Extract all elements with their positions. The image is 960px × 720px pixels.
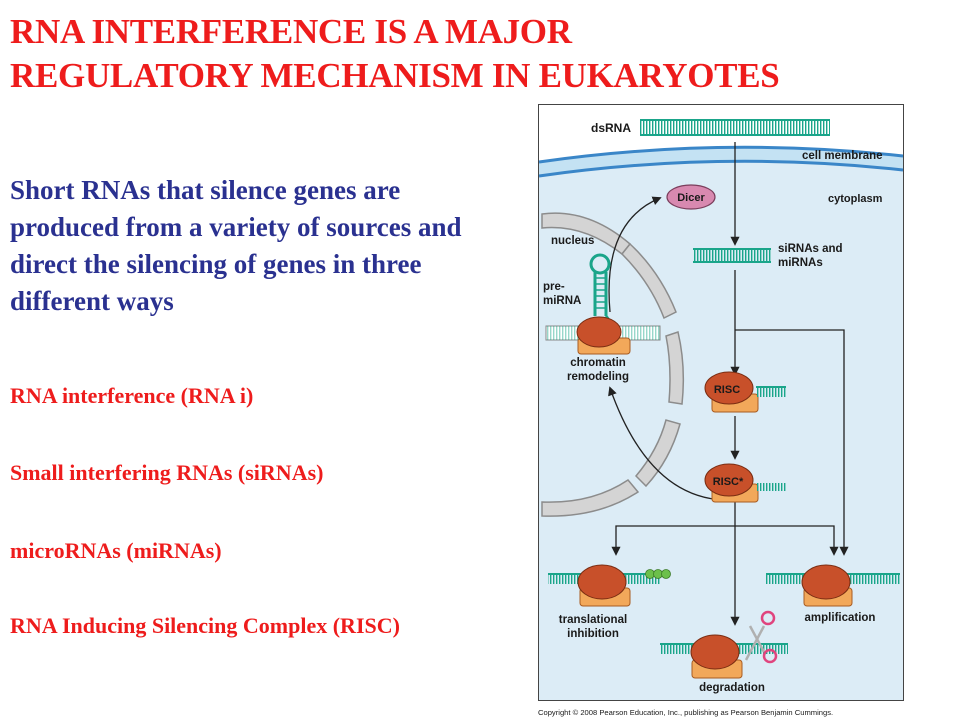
- title-line-2: REGULATORY MECHANISM IN EUKARYOTES: [10, 56, 780, 95]
- risc-complex: [704, 371, 754, 405]
- dsrna-molecule: [640, 120, 830, 135]
- dicer-label: Dicer: [677, 192, 705, 204]
- cell-membrane-label: cell membrane: [802, 150, 883, 162]
- title-line-1: RNA INTERFERENCE IS A MAJOR: [10, 12, 572, 51]
- slide-title: RNA INTERFERENCE IS A MAJOR REGULATORY M…: [10, 10, 960, 98]
- chromatin-complex: [576, 316, 622, 348]
- pre-mirna-hairpin: [589, 253, 614, 325]
- amplification-label: amplification: [805, 612, 876, 624]
- cytoplasm-label: cytoplasm: [828, 193, 883, 205]
- amplification-risc: [801, 564, 851, 600]
- risc-rna: [756, 387, 786, 397]
- dsrna-label: dsRNA: [591, 121, 631, 135]
- risc-star-label: RISC*: [713, 476, 744, 488]
- pathway-arrows: [608, 142, 849, 626]
- sirna-duplex: [693, 249, 771, 262]
- chromatin-label-1: chromatin: [570, 357, 626, 369]
- risc-star-rna: [756, 483, 786, 491]
- scissors-icon: [744, 610, 778, 664]
- ribosome-icon: [645, 569, 671, 579]
- cell-membrane: [539, 147, 903, 176]
- intro-text: Short RNAs that silence genes are produc…: [10, 175, 462, 316]
- copyright-notice: Copyright © 2008 Pearson Education, Inc.…: [538, 708, 833, 717]
- nucleus-label: nucleus: [551, 235, 594, 247]
- translational-label-1: translational: [559, 614, 627, 626]
- term-risc: RNA Inducing Silencing Complex (RISC): [10, 613, 400, 638]
- sirnas-label-1: siRNAs and: [778, 243, 843, 255]
- risc-star-complex: [704, 463, 754, 497]
- term-rnai: RNA interference (RNA i): [10, 383, 254, 408]
- term-sirna: Small interfering RNAs (siRNAs): [10, 460, 324, 485]
- dicer-enzyme: [666, 184, 716, 210]
- rnai-pathway-figure: dsRNA cell membrane cytoplasm Dicer siRN…: [538, 104, 904, 717]
- nuclear-envelope: [541, 212, 685, 517]
- chromatin-label-2: remodeling: [567, 371, 629, 383]
- translational-label-2: inhibition: [567, 628, 619, 640]
- degradation-label: degradation: [699, 682, 765, 694]
- pre-mirna-label-2: miRNA: [543, 295, 581, 307]
- pre-mirna-label-1: pre-: [543, 281, 565, 293]
- translation-risc: [577, 564, 627, 600]
- sirnas-label-2: miRNAs: [778, 257, 823, 269]
- risc-label: RISC: [714, 384, 740, 396]
- cytoplasm-region: [539, 161, 903, 701]
- term-mirna: microRNAs (miRNAs): [10, 538, 222, 563]
- degradation-risc: [690, 634, 740, 670]
